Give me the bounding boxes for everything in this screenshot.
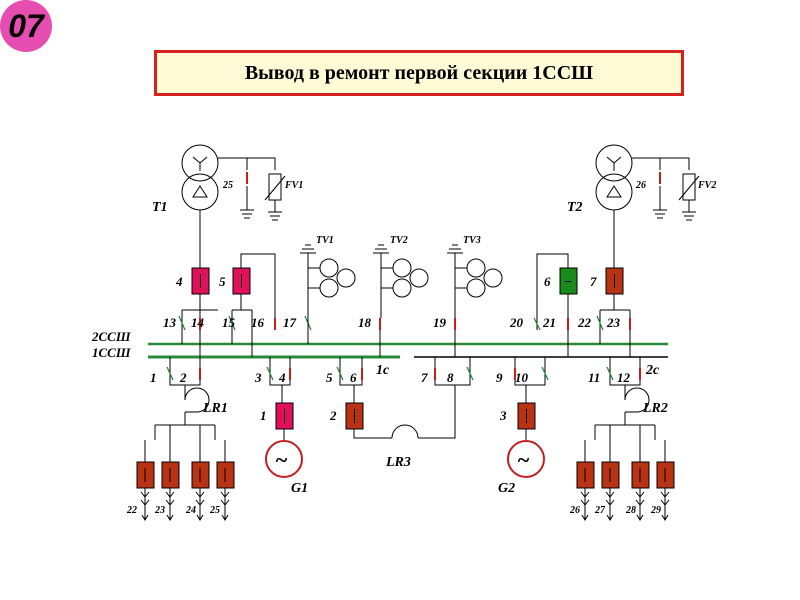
- d18-label: 18: [358, 315, 372, 330]
- feeder-breakers: [136, 440, 675, 521]
- voltage-transformer-tv1: [300, 244, 356, 330]
- feeder-breaker-4[interactable]: [216, 440, 235, 521]
- feeder-breaker-8[interactable]: [656, 440, 675, 521]
- d17-label: 17: [283, 315, 297, 330]
- t1-label: T1: [152, 200, 168, 215]
- slide-number: 07: [8, 7, 44, 44]
- section-1c-label: 1с: [376, 363, 390, 378]
- breaker-7-label: 7: [590, 274, 597, 289]
- l9-label: 9: [496, 370, 503, 385]
- l7-label: 7: [421, 370, 428, 385]
- disconnector-l5[interactable]: [336, 366, 344, 381]
- l4-label: 4: [278, 370, 286, 385]
- breaker-4-label: 4: [175, 274, 183, 289]
- f23-label: 23: [154, 505, 165, 516]
- f25-label: 25: [209, 505, 220, 516]
- generator-g2: [507, 440, 545, 478]
- feeder-breaker-1[interactable]: [136, 440, 155, 521]
- busbar-2ssh-label: 2ССШ: [91, 329, 131, 344]
- breaker-6-label: 6: [544, 274, 551, 289]
- tv2-label: TV2: [390, 235, 408, 246]
- f27-label: 27: [594, 505, 606, 516]
- reactor-lr1: [184, 387, 210, 413]
- l11-label: 11: [588, 370, 600, 385]
- lr3-label: LR3: [385, 455, 411, 470]
- l3-label: 3: [254, 370, 262, 385]
- f29-label: 29: [650, 505, 661, 516]
- feeder-breaker-7[interactable]: [631, 440, 650, 521]
- lr1-label: LR1: [202, 401, 228, 416]
- d14-label: 14: [191, 315, 205, 330]
- slide-number-badge: 07: [0, 0, 52, 52]
- feeder-breaker-6[interactable]: [601, 440, 620, 521]
- d21-label: 21: [542, 315, 556, 330]
- f26-label: 26: [569, 505, 580, 516]
- f24-label: 24: [185, 505, 196, 516]
- d22-label: 22: [577, 315, 592, 330]
- disconnector-25-label: 25: [222, 180, 233, 191]
- disconnector-l11[interactable]: [606, 366, 614, 381]
- disconnector-20[interactable]: [533, 317, 541, 331]
- tv3-label: TV3: [463, 235, 481, 246]
- f22-label: 22: [126, 505, 137, 516]
- g1-symbol: ~: [275, 447, 288, 472]
- lr2-label: LR2: [642, 401, 668, 416]
- d13-label: 13: [163, 315, 177, 330]
- l2-label: 2: [179, 370, 187, 385]
- busbar-1ssh-label: 1ССШ: [92, 345, 131, 360]
- f28-label: 28: [625, 505, 636, 516]
- l8-label: 8: [447, 370, 454, 385]
- fv2-label: FV2: [697, 180, 716, 191]
- d19-label: 19: [433, 315, 447, 330]
- g2-symbol: ~: [517, 447, 530, 472]
- disconnector-l1[interactable]: [166, 366, 174, 381]
- voltage-transformer-tv2: [373, 244, 429, 318]
- disconnector-26-label: 26: [635, 180, 646, 191]
- transformer-t2: [595, 144, 700, 268]
- d23-label: 23: [606, 315, 621, 330]
- tv1-label: TV1: [316, 235, 334, 246]
- d16-label: 16: [251, 315, 265, 330]
- disconnector-l3[interactable]: [266, 366, 274, 381]
- reactor-lr2: [624, 387, 650, 413]
- breaker-1-label: 1: [260, 408, 267, 423]
- generator-g1: [265, 440, 303, 478]
- d15-label: 15: [222, 315, 236, 330]
- disconnector-l8[interactable]: [466, 366, 474, 381]
- title-box: Вывод в ремонт первой секции 1ССШ: [154, 50, 684, 96]
- breaker-3-label: 3: [499, 408, 507, 423]
- l10-label: 10: [515, 370, 529, 385]
- breaker-6-minus: −: [564, 274, 572, 289]
- l5-label: 5: [326, 370, 333, 385]
- g1-label: G1: [291, 481, 308, 496]
- l12-label: 12: [617, 370, 631, 385]
- transformer-t1: [181, 144, 286, 268]
- l6-label: 6: [350, 370, 357, 385]
- g2-label: G2: [498, 481, 515, 496]
- feeder-breaker-2[interactable]: [161, 440, 180, 521]
- section-2c-label: 2с: [645, 363, 660, 378]
- voltage-transformer-tv3: [447, 244, 503, 318]
- page-title: Вывод в ремонт первой секции 1ССШ: [244, 61, 594, 84]
- disconnector-15[interactable]: [228, 315, 236, 331]
- disconnector-22[interactable]: [596, 315, 604, 331]
- disconnector-l10[interactable]: [541, 366, 549, 381]
- feeder-breaker-5[interactable]: [576, 440, 595, 521]
- reactor-lr3: [391, 424, 419, 439]
- disconnector-13[interactable]: [178, 315, 186, 331]
- feeder-breaker-3[interactable]: [191, 440, 210, 521]
- d20-label: 20: [509, 315, 524, 330]
- t2-label: T2: [567, 200, 583, 215]
- breaker-5-label: 5: [219, 274, 226, 289]
- breaker-2-label: 2: [329, 408, 337, 423]
- fv1-label: FV1: [284, 180, 303, 191]
- l1-label: 1: [150, 370, 157, 385]
